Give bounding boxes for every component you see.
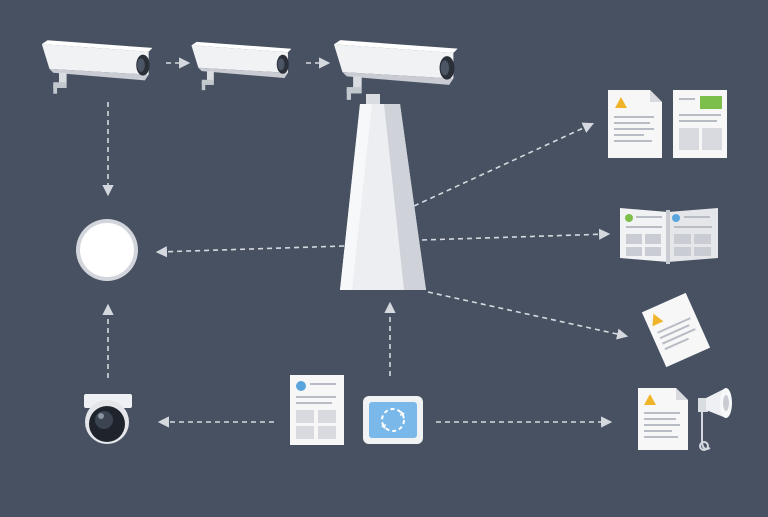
- edge-tower-to-open-book: [421, 228, 611, 241]
- circle-sensor-icon: [76, 219, 138, 281]
- dome-camera-icon: [84, 394, 132, 444]
- loudspeaker-icon: [698, 388, 732, 451]
- warning-document-icon: [641, 292, 711, 368]
- edge-tower-to-sensor: [155, 245, 345, 258]
- edge-tower-to-alert-doc-1: [413, 122, 595, 207]
- security-camera-icon: [333, 40, 458, 100]
- security-camera-icon: [41, 40, 153, 94]
- edges: [102, 57, 629, 428]
- open-book-icon: [620, 208, 718, 264]
- warning-document-icon: [638, 388, 688, 450]
- security-camera-icon: [191, 41, 292, 91]
- sync-display-icon: [363, 396, 423, 444]
- warning-document-icon: [608, 90, 662, 158]
- chart-document-icon: [673, 90, 727, 158]
- info-document-icon: [290, 375, 344, 445]
- pillar-icon: [340, 94, 426, 290]
- edge-tower-to-alert-doc-2: [427, 291, 629, 340]
